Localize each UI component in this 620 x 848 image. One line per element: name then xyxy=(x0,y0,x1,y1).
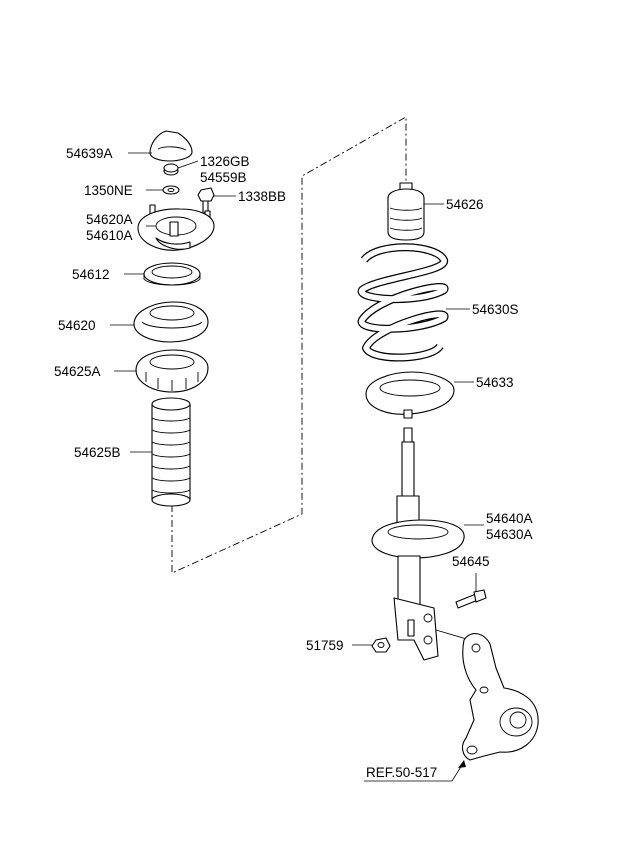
label-54630S: 54630S xyxy=(472,302,519,317)
bearing-54612 xyxy=(143,262,201,286)
label-1326GB: 1326GB xyxy=(200,154,250,169)
steering-knuckle xyxy=(435,629,539,761)
label-54625B: 54625B xyxy=(74,445,121,460)
label-54612: 54612 xyxy=(72,267,110,282)
label-54625A: 54625A xyxy=(54,364,101,379)
bump-stop-54626 xyxy=(387,182,425,241)
label-54620A: 54620A xyxy=(86,212,133,227)
label-1350NE: 1350NE xyxy=(84,183,133,198)
spring-pad-54633 xyxy=(365,371,455,419)
dashed-alignment-frame xyxy=(171,116,407,574)
label-54639A: 54639A xyxy=(66,146,113,161)
part-labels: 54639A 1326GB 54559B 1350NE 1338BB 54620… xyxy=(54,146,533,780)
label-1338BB: 1338BB xyxy=(238,189,286,204)
strut-mount-54620A xyxy=(137,204,215,251)
dust-cap-54639A xyxy=(149,130,193,162)
nut-1326GB xyxy=(163,163,179,176)
strut-assembly-54640A xyxy=(371,427,465,661)
nut-1338BB xyxy=(197,187,215,214)
coil-spring-54630S xyxy=(357,243,449,362)
label-54633: 54633 xyxy=(476,375,514,390)
spring-seat-54620 xyxy=(133,301,209,343)
label-54620: 54620 xyxy=(58,318,96,333)
label-ref-50-517[interactable]: REF.50-517 xyxy=(366,765,437,780)
leader-lines xyxy=(110,152,484,782)
label-54610A: 54610A xyxy=(86,228,133,243)
label-51759: 51759 xyxy=(306,638,344,653)
bolt-54645 xyxy=(455,589,487,609)
washer-1350NE xyxy=(162,185,180,195)
label-54559B: 54559B xyxy=(200,170,247,185)
lower-seat-54625A xyxy=(135,349,209,393)
nut-51759 xyxy=(371,637,391,653)
label-54645: 54645 xyxy=(452,554,490,569)
label-54626: 54626 xyxy=(446,197,484,212)
label-54640A: 54640A xyxy=(486,511,533,526)
dust-boot-54625B xyxy=(151,397,191,507)
label-54630A: 54630A xyxy=(486,527,533,542)
